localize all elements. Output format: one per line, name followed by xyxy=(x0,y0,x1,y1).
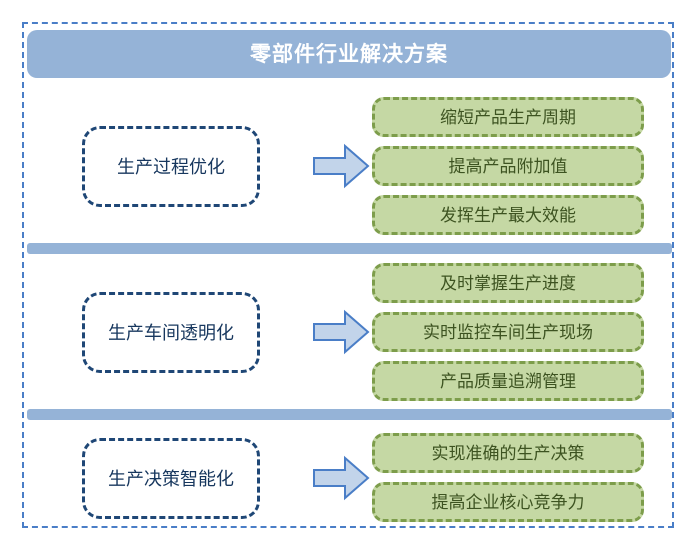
outcome-list-3: 实现准确的生产决策 提高企业核心竞争力 xyxy=(372,433,644,522)
right-arrow-icon xyxy=(312,455,370,501)
outcome-label: 提高企业核心竞争力 xyxy=(431,492,585,512)
category-label-2: 生产车间透明化 xyxy=(108,322,234,343)
category-box-3[interactable]: 生产决策智能化 xyxy=(82,438,260,519)
category-label-1: 生产过程优化 xyxy=(117,156,225,177)
outcome-label: 产品质量追溯管理 xyxy=(440,371,576,391)
outcome-label: 实现准确的生产决策 xyxy=(431,443,585,463)
section-row-2: 生产车间透明化 及时掌握生产进度 实时监控车间生产现场 产品质量追溯管理 xyxy=(27,258,671,401)
outcome-box[interactable]: 实现准确的生产决策 xyxy=(372,433,644,473)
outcome-box[interactable]: 提高产品附加值 xyxy=(372,146,644,186)
outcome-list-1: 缩短产品生产周期 提高产品附加值 发挥生产最大效能 xyxy=(372,97,644,235)
outcome-box[interactable]: 发挥生产最大效能 xyxy=(372,195,644,235)
section-row-3: 生产决策智能化 实现准确的生产决策 提高企业核心竞争力 xyxy=(27,424,671,524)
section-divider-1 xyxy=(27,243,672,254)
category-box-1[interactable]: 生产过程优化 xyxy=(82,126,260,207)
outcome-label: 发挥生产最大效能 xyxy=(440,205,576,225)
outcome-label: 缩短产品生产周期 xyxy=(440,107,576,127)
category-box-2[interactable]: 生产车间透明化 xyxy=(82,292,260,373)
outcome-label: 及时掌握生产进度 xyxy=(440,273,576,293)
page-title: 零部件行业解决方案 xyxy=(250,42,448,66)
outcome-box[interactable]: 实时监控车间生产现场 xyxy=(372,312,644,352)
outcome-list-2: 及时掌握生产进度 实时监控车间生产现场 产品质量追溯管理 xyxy=(372,263,644,401)
outcome-box[interactable]: 产品质量追溯管理 xyxy=(372,361,644,401)
category-label-3: 生产决策智能化 xyxy=(108,468,234,489)
outcome-box[interactable]: 提高企业核心竞争力 xyxy=(372,482,644,522)
section-row-1: 生产过程优化 缩短产品生产周期 提高产品附加值 发挥生产最大效能 xyxy=(27,92,671,235)
outer-dashed-frame xyxy=(22,22,674,528)
header-banner: 零部件行业解决方案 xyxy=(27,30,671,78)
outcome-label: 实时监控车间生产现场 xyxy=(423,322,593,342)
right-arrow-icon xyxy=(312,309,370,355)
outcome-box[interactable]: 及时掌握生产进度 xyxy=(372,263,644,303)
outcome-label: 提高产品附加值 xyxy=(448,156,568,176)
right-arrow-icon xyxy=(312,143,370,189)
outcome-box[interactable]: 缩短产品生产周期 xyxy=(372,97,644,137)
section-divider-2 xyxy=(27,409,672,420)
